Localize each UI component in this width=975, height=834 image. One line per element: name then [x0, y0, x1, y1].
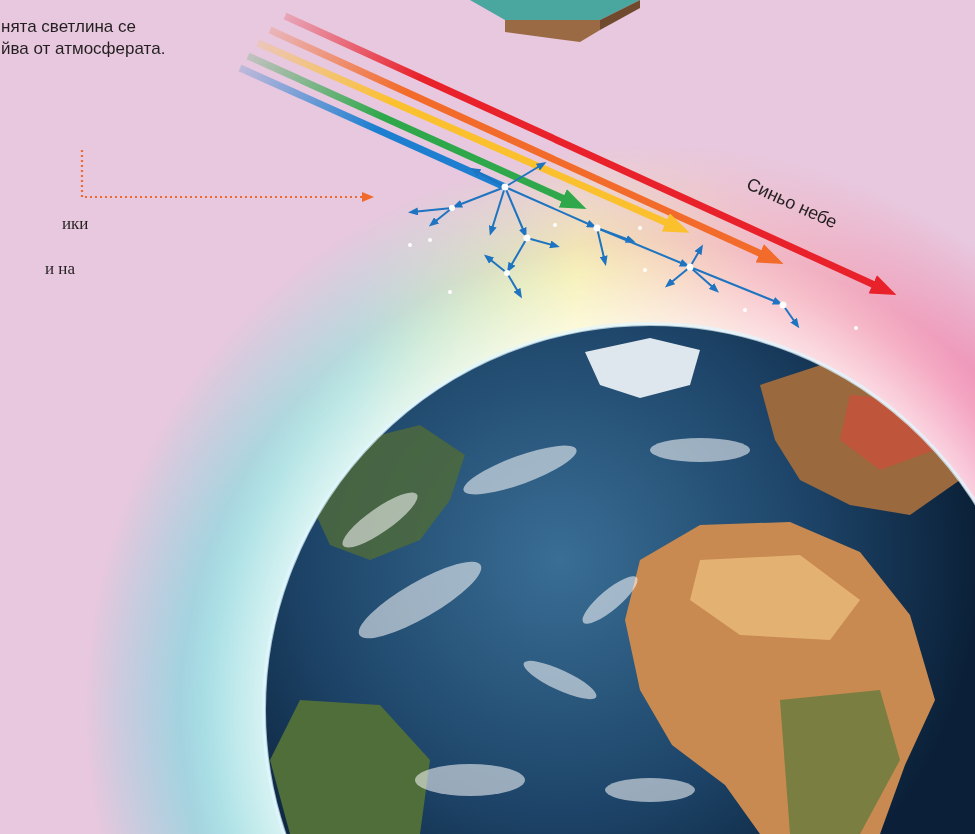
callout-note: нята светлина се йва от атмосферата.	[1, 16, 206, 60]
body-text-fragment: и на	[45, 258, 75, 280]
body-text-fragment: ики	[62, 213, 88, 235]
